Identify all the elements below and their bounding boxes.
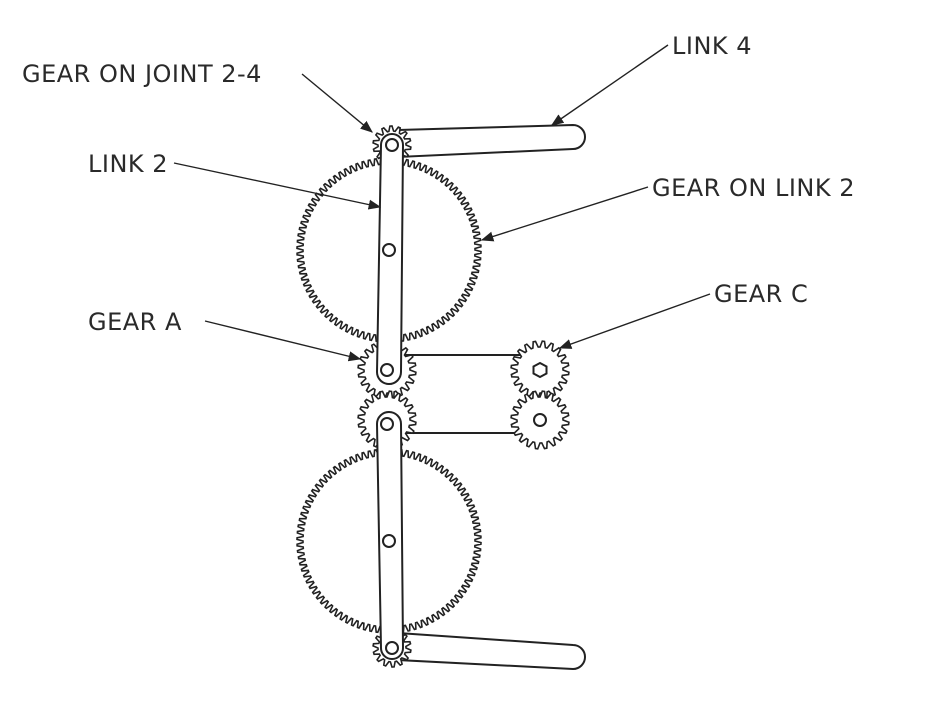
gear-c-bottom-hole (533, 413, 547, 427)
pivot-hole (380, 363, 394, 377)
leader-gear-on-joint (301, 73, 373, 133)
label-link4: LINK 4 (672, 32, 752, 60)
gear-c-top-hole (532, 361, 548, 379)
leader-gear-c (558, 293, 711, 349)
label-gear-on-link2: GEAR ON LINK 2 (652, 174, 855, 202)
label-gear-c: GEAR C (714, 280, 808, 308)
link2-top (375, 133, 405, 385)
leader-link2 (173, 162, 382, 210)
pivot-hole (385, 138, 399, 152)
link4-bottom (397, 631, 586, 671)
pivot-hole (382, 243, 396, 257)
link4-top (397, 123, 586, 159)
pivot-hole (382, 534, 396, 548)
pivot-hole (380, 417, 394, 431)
label-link2: LINK 2 (88, 150, 168, 178)
label-gear-on-joint-2-4: GEAR ON JOINT 2-4 (22, 60, 262, 88)
leader-gear-a (204, 320, 362, 362)
pivot-hole (385, 641, 399, 655)
leader-gear-on-link2 (480, 186, 649, 242)
leader-link4 (550, 44, 669, 126)
label-gear-a: GEAR A (88, 308, 182, 336)
